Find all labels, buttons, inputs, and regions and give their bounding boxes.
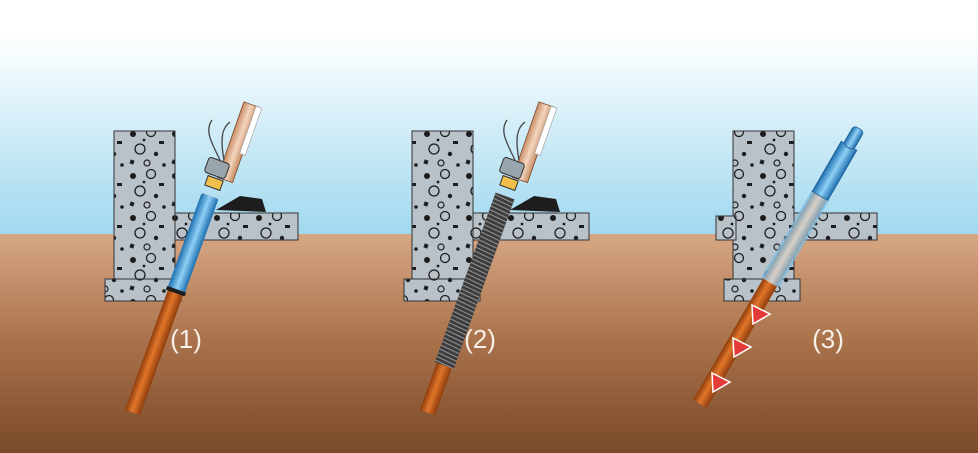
spring-coil-ring (493, 197, 512, 208)
spring-coil-ring (494, 193, 514, 204)
spring-coil-ring (466, 273, 486, 283)
spring-coil-ring (448, 322, 468, 332)
spring-coil-ring (483, 224, 503, 234)
spring-coil-ring (490, 205, 510, 215)
insertion-tube (216, 101, 263, 184)
spring-coil-ring (489, 209, 508, 219)
spring-coil-ring (469, 265, 488, 276)
spring-coil-ring (477, 242, 496, 253)
panel-step-3: (3) (693, 126, 878, 408)
spring-coil-ring (464, 276, 484, 287)
panel-step-1: (1) (104, 101, 299, 416)
inflation-rod (811, 126, 864, 202)
insertion-tube (511, 101, 558, 184)
spring-coil-ring (455, 303, 475, 313)
spring-coil-ring (463, 280, 483, 291)
spring-coil-ring (451, 314, 471, 325)
spring-coil-ring (442, 340, 461, 351)
spring-coil-ring (479, 235, 499, 246)
liner-light (761, 191, 829, 288)
spring-coil-ring (450, 318, 469, 328)
spring-coil-ring (467, 269, 487, 279)
spring-coil-ring (478, 239, 498, 249)
liner-blue (165, 193, 218, 297)
spring-coil-ring (491, 201, 511, 212)
spring-coil-ring (458, 295, 477, 306)
inlet-bend (510, 196, 560, 212)
spring-coil-ring (482, 227, 502, 238)
spring-coil-ring (486, 216, 506, 227)
drain-cleaning-machine-icon (499, 119, 526, 192)
step-label-3: (3) (812, 324, 844, 354)
foundation-wall (403, 130, 590, 302)
spring-coil-ring (471, 257, 491, 268)
spring-coil-ring (459, 291, 479, 302)
spring-coil-ring (473, 254, 492, 264)
spring-coil-ring (436, 355, 456, 366)
spring-coil-ring (487, 212, 507, 223)
spring-coil-ring (470, 261, 490, 272)
flow-arrow-icon (732, 336, 753, 359)
spring-coil-ring (443, 337, 463, 347)
drain-cleaning-machine-icon (204, 119, 231, 192)
step-label-2: (2) (464, 324, 496, 354)
spring-coil-ring (452, 310, 472, 321)
spring-coil-ring (439, 348, 459, 359)
spring-coil-ring (474, 250, 494, 261)
spring-coil-ring (435, 359, 454, 370)
flow-arrow-icon (751, 303, 772, 326)
inlet-bend (216, 196, 266, 212)
spring-coil-ring (462, 284, 481, 295)
spring-coil-ring (440, 344, 460, 355)
spring-coil-ring (444, 333, 464, 344)
spring-coil-ring (460, 288, 480, 298)
spring-coil-ring (481, 231, 500, 242)
spring-coil (434, 192, 515, 370)
spring-coil-ring (446, 329, 465, 340)
spring-coil-ring (456, 299, 476, 310)
flow-arrow-icon (711, 371, 732, 394)
spring-coil-ring (454, 306, 473, 317)
spring-coil-ring (475, 246, 495, 257)
spring-coil-ring (438, 352, 457, 362)
step-label-1: (1) (170, 324, 202, 354)
panel-step-2: (2) (403, 101, 590, 416)
spring-coil-ring (485, 220, 504, 231)
spring-coil-ring (447, 325, 467, 336)
